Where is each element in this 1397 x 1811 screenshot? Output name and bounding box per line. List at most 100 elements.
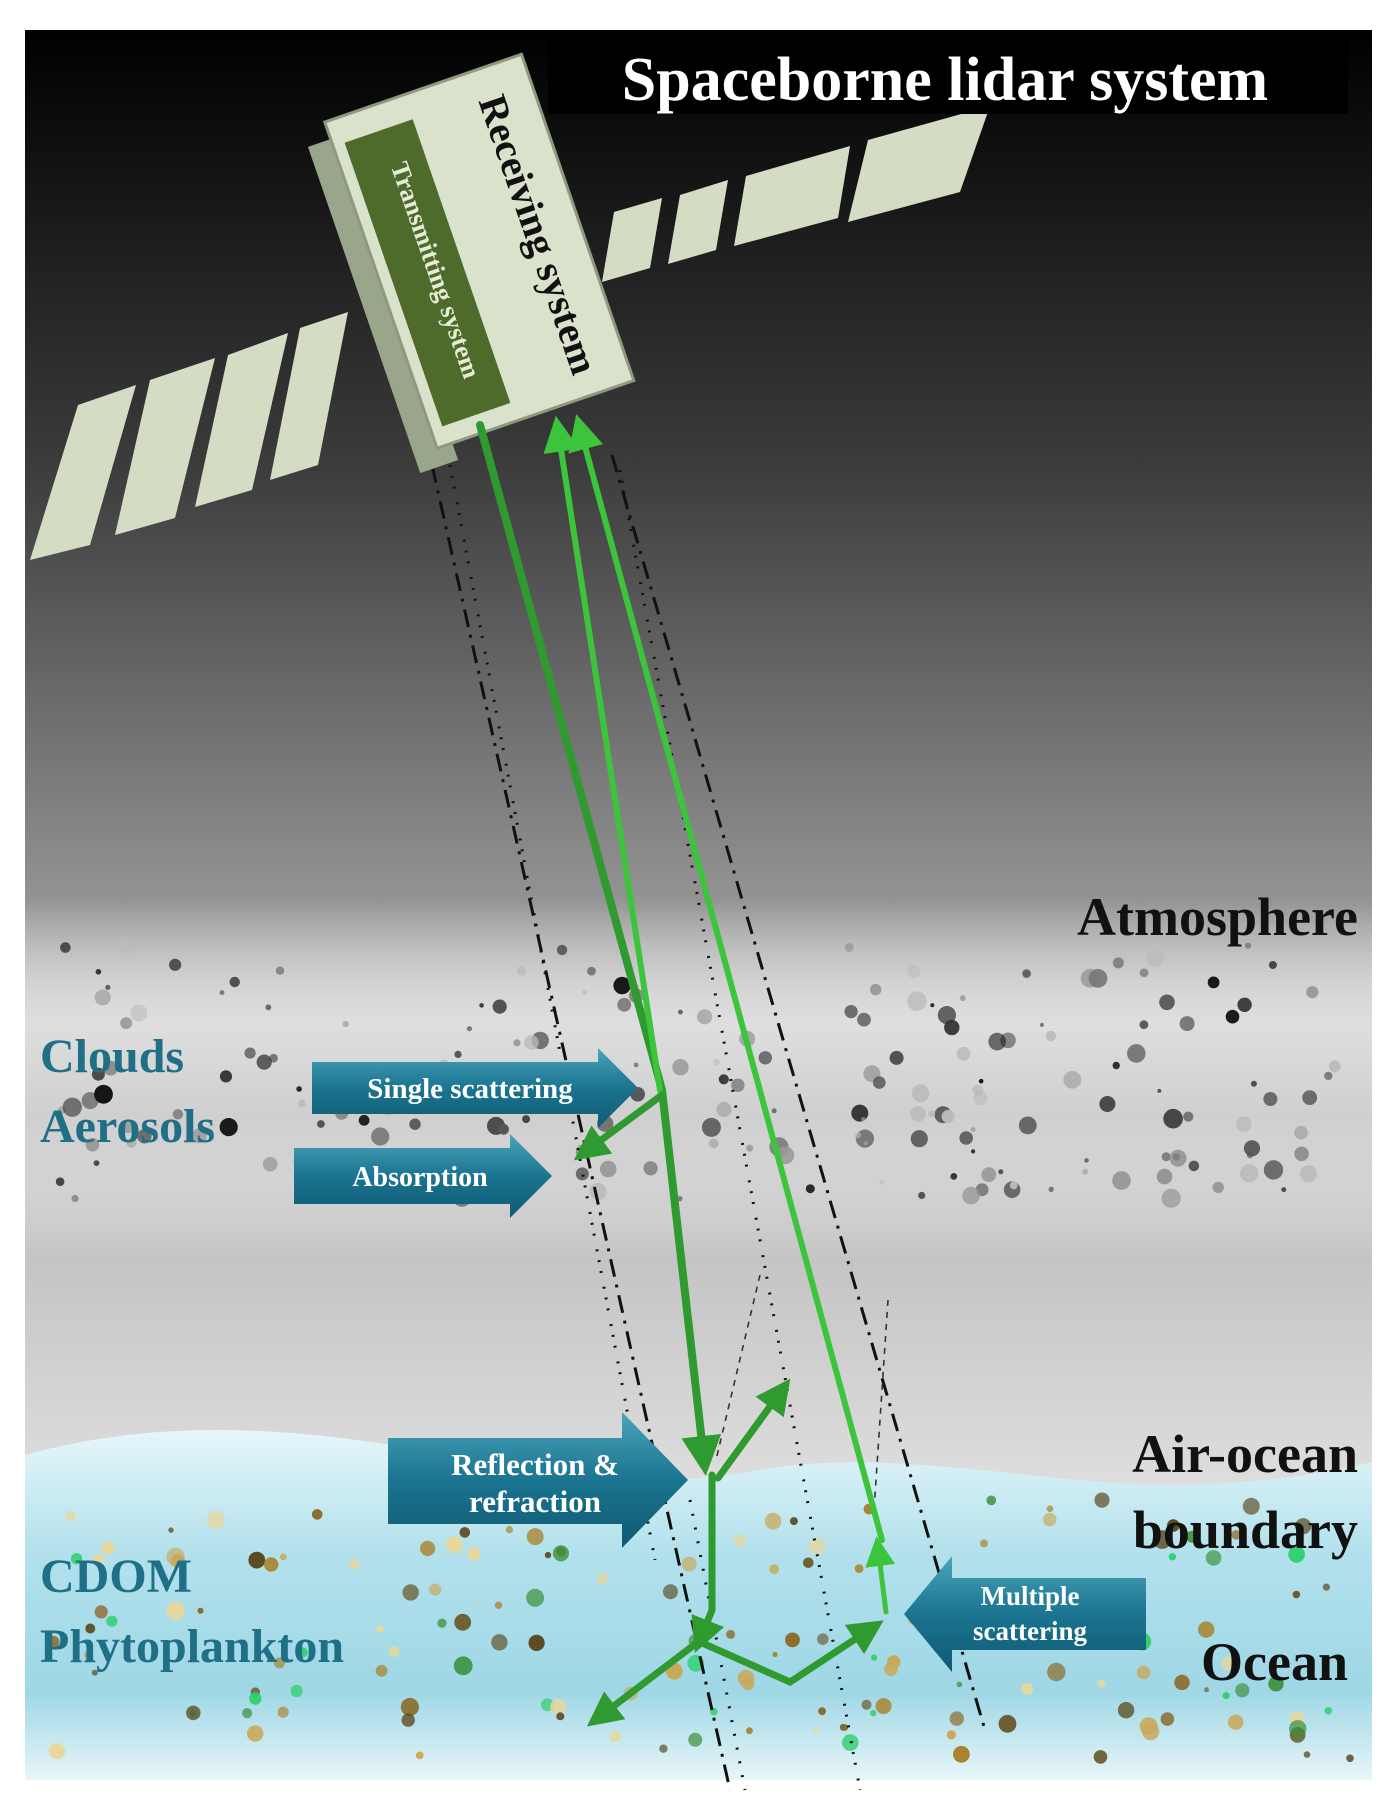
phytoplankton-particle (1168, 1553, 1177, 1561)
phytoplankton-particle (1235, 1683, 1250, 1698)
aerosol-particle (844, 943, 854, 952)
phytoplankton-particle (953, 1745, 970, 1763)
phytoplankton-particle (280, 1553, 287, 1561)
aerosol-particle (582, 989, 588, 995)
aerosol-particle (712, 1058, 720, 1066)
phytoplankton-particle (528, 1634, 545, 1651)
phytoplankton-particle (94, 1605, 108, 1619)
aerosol-particle (169, 958, 182, 971)
aerosol-particle (1063, 1070, 1082, 1089)
aerosol-particle (358, 1114, 370, 1126)
aerosol-particle (643, 1161, 658, 1176)
aerosol-particle (262, 1156, 278, 1172)
phytoplankton-particle (875, 1698, 892, 1715)
aerosol-particle (371, 1127, 390, 1146)
phytoplankton-particle (998, 1714, 1017, 1733)
phytoplankton-particle (803, 1557, 814, 1569)
phytoplankton-particle (746, 1727, 753, 1735)
aerosol-particle (1172, 1153, 1181, 1161)
aerosol-particle (126, 1137, 137, 1148)
phytoplankton-particle (1047, 1662, 1066, 1682)
aerosol-particle (1127, 1044, 1146, 1063)
phytoplankton-particle (596, 1573, 609, 1585)
aerosol-particle (863, 1141, 868, 1146)
phytoplankton-particle (1042, 1512, 1057, 1527)
aerosol-particle (1250, 1080, 1257, 1087)
aerosol-particle (854, 1131, 861, 1139)
aerosol-particle (1139, 968, 1149, 978)
absorption-arrow: Absorption (294, 1134, 552, 1218)
aerosol-particle (1084, 1158, 1089, 1163)
ocean-body (25, 1430, 1372, 1780)
phytoplankton-particle (1242, 1497, 1260, 1515)
phytoplankton-particle (242, 1708, 253, 1719)
single-scattering-arrow: Single scattering (312, 1048, 638, 1128)
aerosol-particle (928, 1110, 935, 1117)
phytoplankton-particle (91, 1669, 98, 1676)
aerosol-particle (1161, 1152, 1171, 1162)
aerosol-particle (907, 965, 921, 978)
aerosol-particle (633, 1062, 639, 1068)
phytoplankton-particle (861, 1699, 872, 1710)
phytoplankton-particle (789, 1517, 798, 1526)
clouds-label: Clouds (40, 1030, 184, 1083)
phytoplankton-particle (388, 1646, 400, 1657)
aerosol-particle (1207, 976, 1220, 989)
aerosol-particle (191, 1128, 207, 1144)
phytoplankton-particle (681, 1556, 697, 1572)
aerosol-particle (1263, 1092, 1278, 1106)
aerosol-particle (1240, 1164, 1259, 1183)
aerosol-particle (524, 1035, 539, 1050)
aerosol-particle (1048, 1186, 1054, 1192)
aerosol-particle (1328, 1060, 1341, 1073)
aerosol-particle (130, 1004, 148, 1022)
phytoplankton-particle (813, 1727, 819, 1733)
phytoplankton-particle (84, 1650, 93, 1660)
aerosol-particle (1243, 1140, 1261, 1157)
absorbed-ray (573, 1091, 666, 1161)
phytoplankton-particle (841, 1724, 849, 1731)
phytoplankton-particle (186, 1705, 201, 1721)
aerosol-particle (857, 1012, 871, 1027)
phytoplankton-particle (552, 1545, 570, 1562)
phytoplankton-particle (375, 1664, 388, 1677)
phytoplankton-particle (1221, 1656, 1237, 1672)
aerosol-particle (1161, 1188, 1181, 1208)
aerosol-particle (1156, 1168, 1173, 1185)
phytoplankton-particle (956, 1681, 963, 1688)
phytoplankton-particle (400, 1697, 419, 1717)
phytoplankton-particle (1097, 1679, 1106, 1688)
phytoplankton-particle (854, 1564, 864, 1573)
aerosol-particle (409, 1118, 421, 1130)
ocean-scatter-ray (586, 1638, 702, 1727)
cdom-label: CDOM (40, 1550, 192, 1603)
aerosol-particle (911, 1084, 930, 1103)
phytoplankton-particle (946, 1730, 956, 1740)
absorption-label: Absorption (352, 1162, 488, 1193)
phytoplankton-particle (1093, 1750, 1108, 1764)
phytoplankton-particle (402, 1584, 419, 1601)
aerosol-particle (981, 1167, 997, 1182)
phytoplankton-particle (1228, 1714, 1244, 1730)
phytoplankton-particle (505, 1525, 514, 1534)
phytoplankton-particle (526, 1528, 544, 1546)
multiple-scattering-label-line1: Multiple (981, 1581, 1080, 1611)
refracted-ray (691, 1471, 725, 1653)
aerosol-particle (1244, 942, 1252, 949)
phytoplankton-particle (415, 1751, 424, 1760)
aerosol-particle (599, 1160, 617, 1178)
aerosol-particle (677, 1196, 683, 1202)
phytoplankton-particle (491, 1634, 508, 1651)
aerosol-particle (959, 1131, 973, 1145)
aerosol-particle (1099, 1096, 1116, 1112)
aerosol-particle (317, 1120, 325, 1128)
aerosol-particle (1299, 1165, 1318, 1183)
aerosol-particle (1112, 1061, 1120, 1070)
aerosol-particle (746, 1144, 754, 1152)
phytoplankton-particle (772, 1651, 778, 1658)
phytoplankton-particle (1139, 1717, 1158, 1736)
aerosol-particle (1039, 1022, 1044, 1027)
aerosol-particle (516, 966, 527, 976)
phytoplankton-particle (277, 1706, 289, 1718)
